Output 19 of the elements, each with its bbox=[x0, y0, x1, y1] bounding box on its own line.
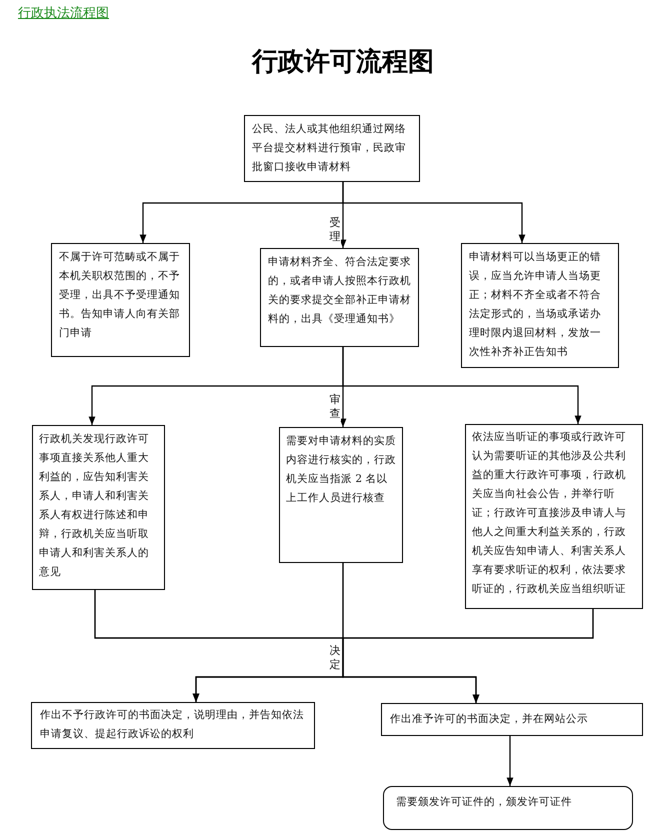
edge-label: 决定 bbox=[329, 644, 341, 672]
process-box: 不属于许可范畴或不属于本机关职权范围的，不予受理，出具不予受理通知书。告知申请人向有关部门申请 bbox=[51, 243, 190, 357]
process-box: 依法应当听证的事项或行政许可认为需要听证的其他涉及公共利益的重大行政许可事项，行政机关应当向社会公告，并举行听证；行政许可直接涉及申请人与他人之间重大利益关系的，行政机关应告知申请人、利害关系人享有要求听证的权利，依法要求听证的，行政机关应当组织听证 bbox=[465, 424, 643, 609]
process-box: 申请材料齐全、符合法定要求的，或者申请人按照本行政机关的要求提交全部补正申请材料的，出具《受理通知书》 bbox=[260, 248, 419, 347]
process-box: 申请材料可以当场更正的错误，应当允许申请人当场更正；材料不齐全或者不符合法定形式的，当场或承诺办理时限内退回材料，发放一次性补齐补正告知书 bbox=[461, 243, 619, 368]
process-box: 作出准予许可的书面决定，并在网站公示 bbox=[381, 703, 643, 736]
process-box: 需要对申请材料的实质内容进行核实的，行政机关应当指派 2 名以上工作人员进行核查 bbox=[279, 427, 403, 563]
arrow bbox=[506, 736, 514, 786]
link-text: 行政执法流程图 bbox=[18, 5, 109, 22]
edge-label: 审查 bbox=[329, 393, 341, 421]
arrow bbox=[342, 609, 594, 703]
rounded-box: 需要颁发许可证件的，颁发许可证件 bbox=[383, 786, 633, 830]
edge-label: 受理 bbox=[329, 216, 341, 244]
arrow bbox=[342, 182, 526, 243]
title: 行政许可流程图 bbox=[250, 46, 435, 79]
arrow bbox=[342, 347, 582, 424]
process-box: 作出不予行政许可的书面决定，说明理由，并告知依法申请复议、提起行政诉讼的权利 bbox=[31, 702, 315, 749]
process-box: 公民、法人或其他组织通过网络平台提交材料进行预审，民政审批窗口接收申请材料 bbox=[244, 115, 420, 182]
process-box: 行政机关发现行政许可事项直接关系他人重大利益的，应告知利害关系人，申请人和利害关系人有权进行陈述和申辩，行政机关应当听取申请人和利害关系人的意见 bbox=[32, 425, 165, 590]
